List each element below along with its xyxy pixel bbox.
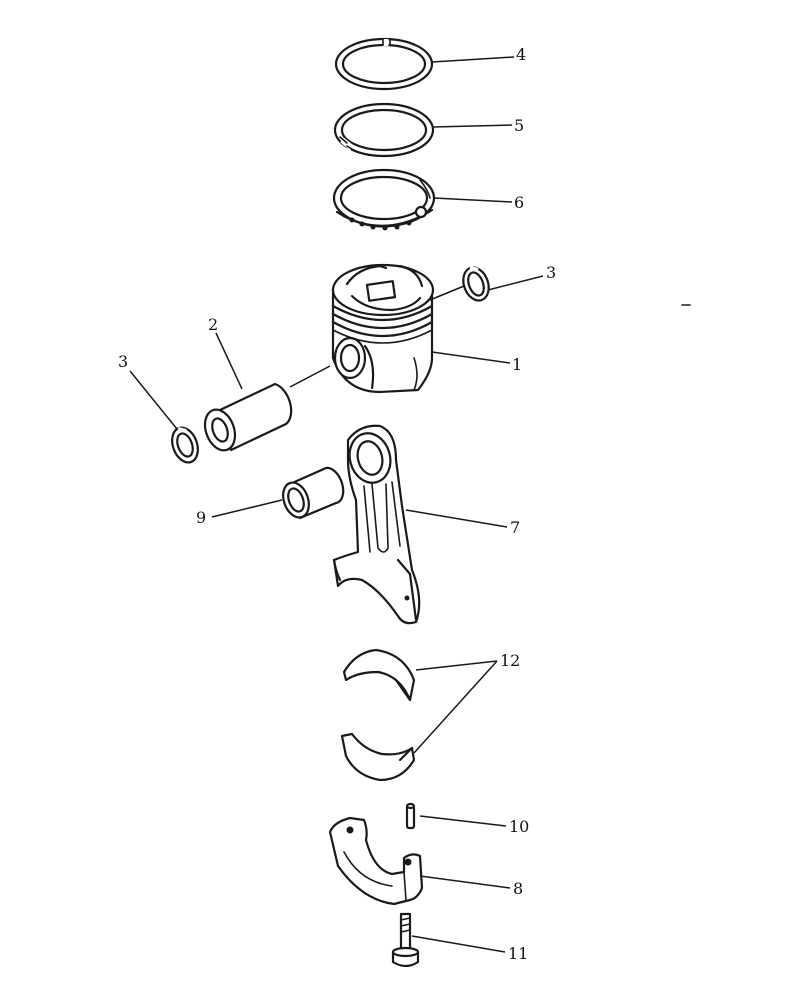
small-end-bushing xyxy=(282,466,345,520)
callout-11: 11 xyxy=(508,944,528,963)
top-ring xyxy=(334,37,434,91)
callout-2: 2 xyxy=(208,315,218,334)
callout-8: 8 xyxy=(513,879,523,898)
callout-1: 1 xyxy=(512,355,522,374)
cap-bolt xyxy=(391,912,420,968)
second-ring xyxy=(333,102,435,158)
leader-lines xyxy=(129,56,544,953)
connecting-rod xyxy=(332,424,421,625)
oil-ring xyxy=(332,168,436,231)
callout-3-right: 3 xyxy=(546,263,556,282)
piston-pin xyxy=(203,382,293,452)
callout-10: 10 xyxy=(509,817,529,836)
callout-9: 9 xyxy=(196,508,206,527)
callout-5: 5 xyxy=(514,116,524,135)
callout-4: 4 xyxy=(516,45,526,64)
callout-12: 12 xyxy=(500,651,520,670)
bearing-shell-upper xyxy=(342,648,416,702)
callout-3-left: 3 xyxy=(118,352,128,371)
piston xyxy=(331,263,435,394)
snap-ring-left xyxy=(171,426,199,464)
callout-7: 7 xyxy=(510,518,520,537)
bearing-shell-lower xyxy=(340,732,416,782)
dowel-pin xyxy=(405,802,416,830)
rod-cap xyxy=(328,816,424,906)
callout-6: 6 xyxy=(514,193,524,212)
snap-ring-right xyxy=(462,266,490,302)
